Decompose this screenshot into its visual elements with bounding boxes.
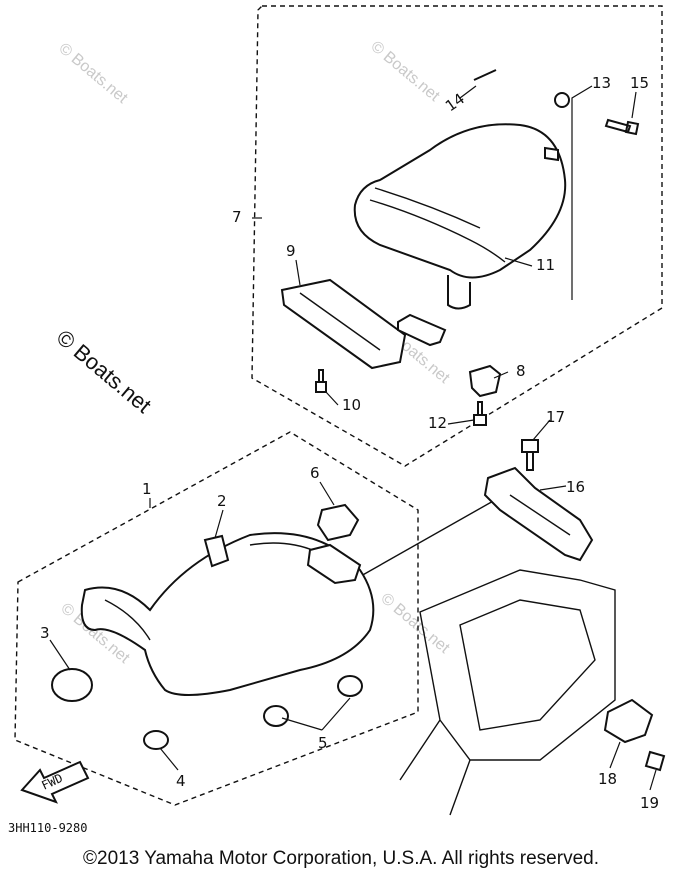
part-number: 3 [40,624,50,642]
main-seat-box [14,431,419,806]
rear-seat-bracket [280,278,407,370]
center-bracket [397,313,447,347]
watermark: © Boats.net [377,590,453,657]
rubber-3 [51,668,93,702]
seat-clip [468,364,502,398]
part-number: 15 [630,74,649,92]
part-number: 18 [598,770,617,788]
seat-tab [203,534,230,568]
part-number: 12 [428,414,447,432]
spring-14 [473,69,497,81]
part-number: 2 [217,492,227,510]
rear-seat-assembly-box [251,5,663,467]
part-number: 13 [592,74,611,92]
frame-link-line [344,499,496,586]
bolt-17 [521,439,539,471]
seat-lock-bracket [483,466,594,562]
bolt-10 [315,369,327,393]
rear-seat [353,123,567,310]
screw-19 [644,750,666,772]
part-number: 9 [286,242,296,260]
front-arrow: FWD [20,760,90,804]
seat-mount-plate [306,543,362,585]
rubber-4 [143,730,169,750]
part-number: 14 [442,90,468,116]
part-number: 5 [318,734,328,752]
part-number: 17 [546,408,565,426]
watermark: © Boats.net [367,38,443,105]
watermark: © Boats.net [55,40,131,107]
part-number: 6 [310,464,320,482]
part-number: 16 [566,478,585,496]
seat-lock-18 [603,698,654,744]
bolt-12 [473,401,487,426]
copyright-footer: ©2013 Yamaha Motor Corporation, U.S.A. A… [83,848,599,869]
screw-15 [604,118,640,136]
part-number: 10 [342,396,361,414]
part-number: 4 [176,772,186,790]
damper-6 [316,503,360,542]
part-number: 11 [536,256,555,274]
rubber-5a [263,705,289,727]
watermark-large: © Boats.net [52,325,156,418]
part-number: 7 [232,208,242,226]
frame [399,569,616,816]
part-number: 1 [142,480,152,498]
part-number: 19 [640,794,659,812]
rubber-5b [337,675,363,697]
drawing-code: 3HH110-9280 [8,821,87,835]
part-number: 8 [516,362,526,380]
nut-13 [554,92,570,108]
